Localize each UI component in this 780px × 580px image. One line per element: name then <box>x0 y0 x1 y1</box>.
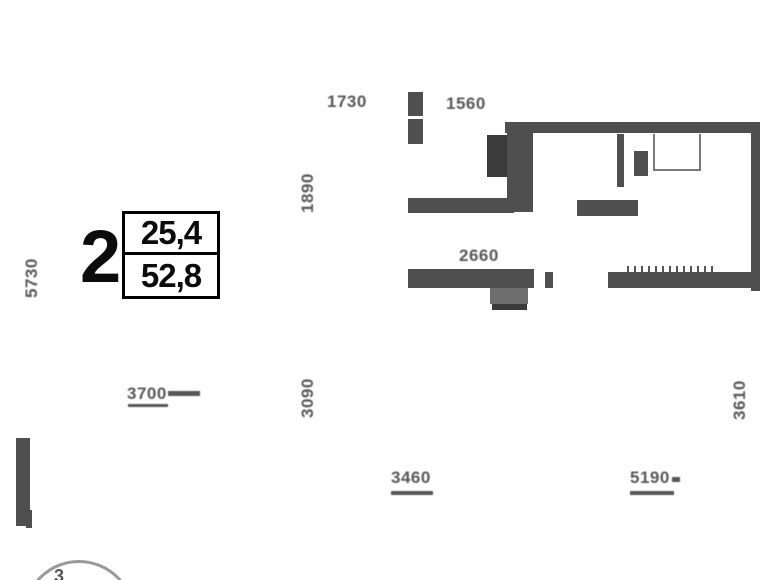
wall-fragment-left <box>26 510 32 528</box>
dimension-underline <box>630 491 674 495</box>
dimension-label-vertical: 5730 <box>22 258 41 298</box>
room-count: 2 <box>80 215 122 298</box>
dimension-label-vertical: 3090 <box>298 378 317 418</box>
window-line <box>653 134 655 171</box>
dimension-label: 3700 <box>127 384 167 403</box>
dimension-label-vertical: 1890 <box>298 173 317 213</box>
shaft-block <box>487 135 507 177</box>
wall-segment-bottom <box>408 269 534 288</box>
dimension-label: 2660 <box>459 246 499 265</box>
dimension-underline <box>128 404 168 407</box>
window-line <box>653 169 701 171</box>
wall-segment-top <box>505 122 760 133</box>
living-area-box: 25,4 <box>122 211 220 255</box>
wall-segment-mid <box>408 198 514 213</box>
dimension-tick <box>672 477 680 482</box>
wall-segment <box>408 119 423 144</box>
dimension-label: 3460 <box>391 468 431 487</box>
page-badge-number: 3 <box>54 566 65 580</box>
dimension-label-vertical: 3610 <box>730 380 749 420</box>
balcony-edge <box>492 304 527 310</box>
shaft-block <box>634 151 648 176</box>
wall-partition <box>617 134 624 187</box>
dimension-label: 1730 <box>327 92 367 111</box>
wall-segment-bottom <box>608 272 757 288</box>
wall-segment-right <box>751 124 760 291</box>
wall-segment <box>545 272 553 288</box>
dimension-label: 5190 <box>630 468 670 487</box>
total-area-box: 52,8 <box>122 252 220 299</box>
wall-segment <box>507 122 533 212</box>
wall-segment <box>408 92 423 116</box>
dimension-underline <box>391 491 433 495</box>
balcony-step <box>490 288 528 304</box>
page-badge[interactable]: 3 <box>23 560 135 580</box>
window-line <box>699 134 701 171</box>
dimension-leader-line <box>168 391 200 396</box>
wall-segment-mid <box>577 200 638 216</box>
railing-hatch <box>627 266 713 273</box>
area-boxes: 25,4 52,8 <box>122 211 220 299</box>
dimension-label: 1560 <box>446 94 486 113</box>
wall-fragment-left <box>16 438 30 526</box>
